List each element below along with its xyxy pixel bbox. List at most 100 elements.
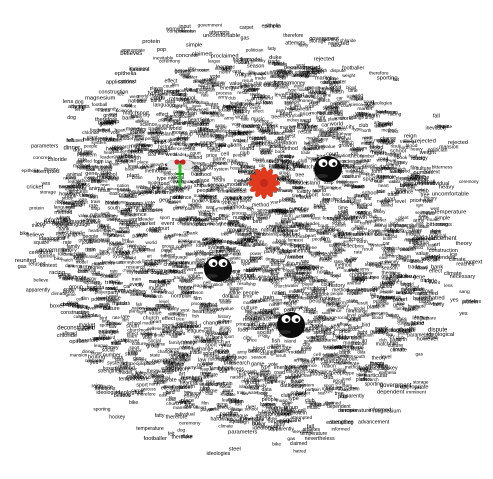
cloud-word: court (364, 99, 375, 104)
cloud-word: event (265, 268, 278, 274)
cloud-word: blood (70, 230, 82, 236)
cloud-word: road (194, 365, 203, 370)
cloud-word: energy (303, 286, 317, 291)
cloud-word: family (127, 190, 142, 196)
cloud-word: power (374, 218, 386, 223)
cloud-word: effect (253, 109, 265, 114)
cloud-word: theory (175, 367, 190, 373)
cloud-word: vote (219, 342, 228, 347)
cloud-word: blood (291, 379, 302, 384)
cloud-word: reign (92, 384, 103, 390)
cloud-word: form (60, 216, 71, 222)
cloud-word: language (324, 131, 344, 137)
cloud-word: trade (268, 59, 280, 65)
cloud-word: result (287, 97, 301, 103)
green-insect-icon[interactable] (166, 155, 194, 191)
cloud-word: attempted (290, 415, 312, 421)
cloud-word: price (299, 111, 311, 117)
cloud-word: nation (121, 159, 134, 164)
cloud-word: language (324, 79, 342, 84)
cloud-word: duke (331, 43, 342, 49)
cloud-word: food (354, 197, 362, 202)
cloud-word: culture (342, 199, 356, 204)
cloud-word: school (215, 66, 227, 71)
cloud-word: year (333, 245, 343, 251)
black-blob-icon[interactable] (202, 252, 234, 284)
cloud-word: level (264, 375, 274, 381)
cloud-word: ship (271, 262, 281, 268)
cloud-word: heart (188, 118, 200, 124)
cloud-word: price (293, 162, 304, 168)
cloud-word: river (293, 185, 303, 191)
red-flower-icon[interactable] (247, 166, 281, 200)
cloud-word: ship (277, 166, 286, 171)
cloud-word: bank (212, 335, 223, 341)
cloud-word: art (129, 220, 135, 225)
cloud-word: court (243, 205, 253, 210)
cloud-word: season (400, 247, 416, 253)
cloud-word: event (328, 297, 342, 303)
black-blob-icon[interactable] (275, 308, 307, 340)
cloud-word: north (269, 302, 280, 307)
cloud-word: data (155, 130, 164, 135)
cloud-word: level (86, 306, 96, 312)
cloud-word: blood (179, 353, 191, 359)
cloud-word: system (338, 344, 354, 350)
cloud-word: value (210, 110, 222, 115)
cloud-word: chloride (340, 38, 357, 43)
cloud-word: north (120, 194, 129, 199)
cloud-word: party (255, 140, 265, 145)
cloud-word: bird (292, 232, 300, 237)
cloud-word: year (212, 236, 221, 241)
cloud-word: culture (164, 268, 178, 273)
cloud-word: blood (253, 345, 265, 351)
cloud-word: road (193, 220, 203, 226)
cloud-word: season (130, 292, 147, 298)
cloud-word: ship (264, 139, 272, 144)
black-blob-icon[interactable] (312, 152, 344, 184)
cloud-word: role (260, 325, 269, 331)
cloud-word: house (306, 155, 319, 160)
cloud-word: book (200, 110, 209, 115)
cloud-word: car (286, 302, 292, 307)
cloud-word: war (183, 184, 193, 190)
cloud-word: heart (285, 106, 296, 111)
cloud-word: history (297, 234, 310, 239)
cloud-word: road (149, 229, 159, 234)
cloud-word: match (97, 175, 111, 181)
cloud-word: leader (289, 244, 303, 250)
cloud-word: player (95, 290, 108, 295)
cloud-word: club (281, 393, 291, 399)
cloud-word: money (115, 200, 128, 205)
cloud-word: music (251, 234, 261, 239)
cloud-word: sporting (322, 37, 339, 43)
cloud-word: city (388, 334, 395, 339)
cloud-word: place (126, 376, 139, 382)
cloud-word: party (330, 109, 342, 115)
cloud-word: rate (88, 194, 96, 199)
cloud-word: bird (122, 237, 130, 242)
cloud-word: family (247, 230, 260, 236)
cloud-word: league (213, 160, 227, 165)
cloud-word: therefore (77, 338, 98, 344)
cloud-word: west (299, 118, 312, 124)
cloud-word: leader (349, 232, 364, 238)
cloud-word: match (338, 387, 349, 392)
cloud-word: cell (137, 118, 143, 123)
cloud-word: light (123, 361, 132, 366)
cloud-word: team (342, 383, 352, 388)
cloud-word: year (224, 230, 233, 235)
cloud-word: league (89, 287, 103, 292)
cloud-word: growth (277, 70, 293, 76)
cloud-word: law (205, 332, 213, 338)
cloud-word: league (106, 298, 120, 303)
cloud-word: army (224, 116, 235, 121)
cloud-word: law (219, 142, 227, 147)
cloud-word: nation (98, 329, 113, 335)
cloud-word: social (117, 209, 130, 215)
cloud-word: role (128, 131, 136, 136)
cloud-word: year (76, 186, 87, 192)
cloud-word: trade (261, 128, 272, 133)
cloud-word: film (321, 237, 330, 243)
